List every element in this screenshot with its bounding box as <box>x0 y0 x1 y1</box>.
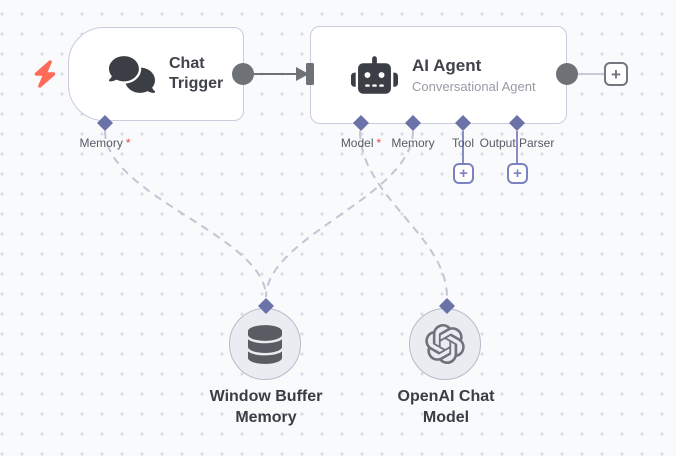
node-openai-chat-model[interactable] <box>409 308 481 380</box>
robot-icon <box>351 56 398 94</box>
port-label-agent-memory: Memory <box>391 136 435 150</box>
node-ai-agent[interactable]: AI Agent Conversational Agent <box>310 26 567 124</box>
add-tool-button[interactable]: + <box>453 163 474 184</box>
node-subtitle-ai-agent: Conversational Agent <box>412 79 536 94</box>
port-diamond-openai-top[interactable] <box>439 298 455 314</box>
node-window-buffer-memory[interactable] <box>229 308 301 380</box>
port-label-agent-model: Model* <box>340 136 382 150</box>
port-diamond-agent-tool[interactable] <box>455 115 471 131</box>
node-chat-trigger[interactable]: Chat Trigger <box>68 27 244 121</box>
port-diamond-agent-model[interactable] <box>353 115 369 131</box>
port-label-agent-tool: Tool <box>451 136 474 150</box>
output-endpoint-chat-trigger[interactable] <box>232 63 254 85</box>
add-output-parser-button[interactable]: + <box>507 163 528 184</box>
node-label-openai-chat-model: OpenAI Chat Model <box>397 388 495 426</box>
port-diamond-trigger-memory[interactable] <box>97 115 113 131</box>
port-label-agent-output-parser: Output Parser <box>479 136 555 150</box>
input-port-ai-agent[interactable] <box>306 63 314 85</box>
port-diamond-agent-output-parser[interactable] <box>509 115 525 131</box>
plus-icon: + <box>513 165 522 182</box>
openai-logo-icon <box>425 324 465 364</box>
trigger-bolt-icon <box>34 60 56 88</box>
database-icon <box>248 324 282 364</box>
output-endpoint-ai-agent[interactable] <box>556 63 578 85</box>
node-title-ai-agent: AI Agent <box>412 56 482 75</box>
chat-bubbles-icon <box>109 55 155 93</box>
node-title-chat-trigger: Chat Trigger <box>169 55 224 92</box>
edge-trigger-memory-to-wbm[interactable] <box>104 130 267 298</box>
plus-icon: + <box>459 165 468 182</box>
edge-agent-model-to-openai[interactable] <box>359 130 448 298</box>
edge-arrowhead-icon <box>296 67 309 81</box>
edge-agent-memory-to-wbm[interactable] <box>265 130 414 298</box>
add-next-node-button[interactable]: + <box>604 62 628 86</box>
plus-icon: + <box>611 64 621 84</box>
port-diamond-agent-memory[interactable] <box>405 115 421 131</box>
port-label-trigger-memory: Memory* <box>79 136 131 150</box>
port-diamond-wbm-top[interactable] <box>258 298 274 314</box>
node-label-window-buffer-memory: Window Buffer Memory <box>209 388 323 426</box>
